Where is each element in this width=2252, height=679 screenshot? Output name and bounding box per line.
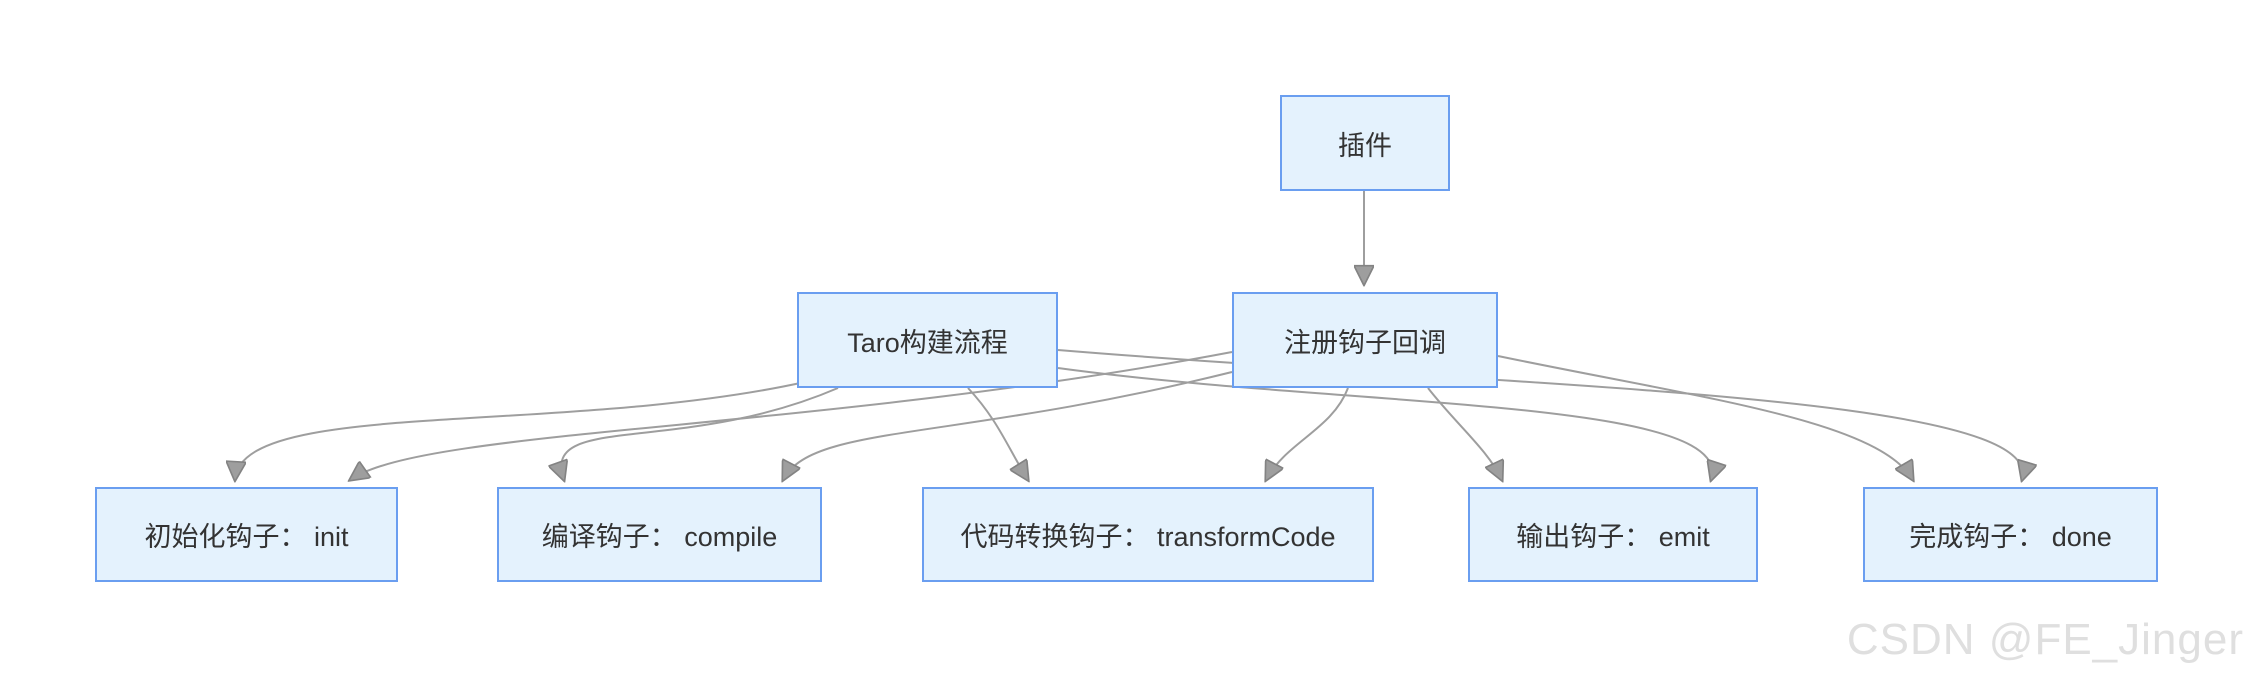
node-register-hook-callback: 注册钩子回调 (1232, 292, 1498, 388)
edge-taro-init (235, 381, 806, 480)
node-plugin: 插件 (1280, 95, 1450, 191)
edge-register-compile (783, 371, 1233, 480)
node-transform-label: 代码转换钩子： transformCode (960, 522, 1336, 552)
node-done-hook: 完成钩子： done (1863, 487, 2158, 582)
node-emit-label: 输出钩子： emit (1516, 522, 1710, 552)
edge-taro-transform (967, 387, 1028, 480)
node-init-hook: 初始化钩子： init (95, 487, 398, 582)
node-register-label: 注册钩子回调 (1284, 327, 1446, 358)
node-compile-label: 编译钩子： compile (541, 522, 778, 552)
node-taro-label: Taro构建流程 (847, 327, 1008, 358)
edge-taro-compile (561, 387, 839, 480)
node-emit-hook: 输出钩子： emit (1468, 487, 1758, 582)
node-transform-code-hook: 代码转换钩子： transformCode (922, 487, 1374, 582)
node-init-label: 初始化钩子： init (144, 522, 349, 552)
edge-register-transform (1266, 387, 1349, 480)
node-done-label: 完成钩子： done (1909, 522, 2112, 552)
edge-register-emit (1427, 387, 1502, 480)
edge-register-init (350, 351, 1233, 480)
csdn-watermark: CSDN @FE_Jinger (1846, 615, 2244, 664)
edge-taro-done (1057, 349, 2023, 480)
node-taro-build-process: Taro构建流程 (797, 292, 1058, 388)
node-compile-hook: 编译钩子： compile (497, 487, 822, 582)
node-plugin-label: 插件 (1338, 130, 1392, 161)
edge-register-done (1497, 355, 1913, 480)
